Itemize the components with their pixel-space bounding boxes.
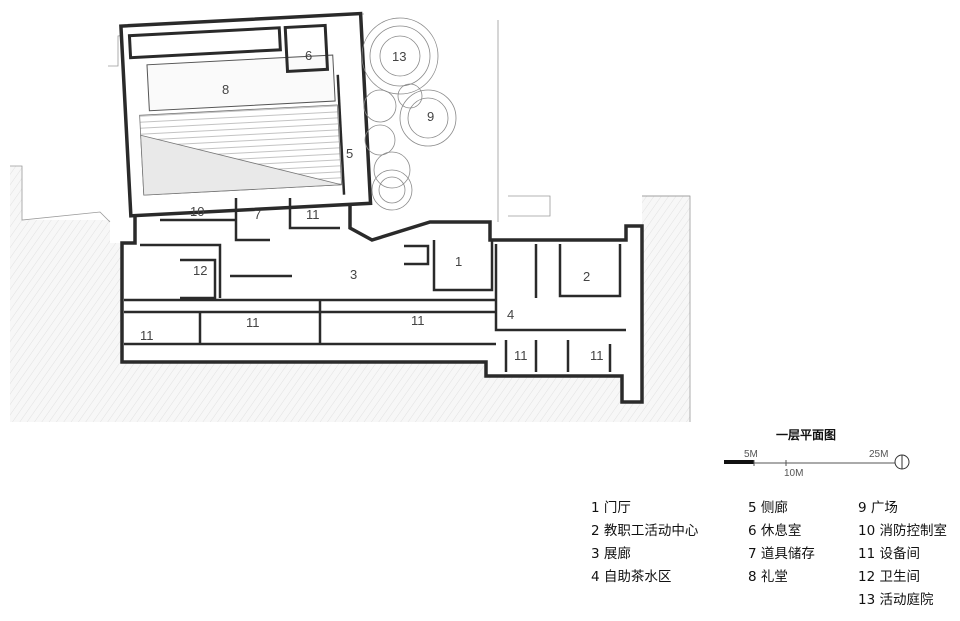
legend-column-3: 9 广场 10 消防控制室 11 设备间 12 卫生间 13 活动庭院 bbox=[858, 497, 947, 612]
auditorium-block bbox=[119, 11, 373, 218]
room-10-label: 10 bbox=[190, 204, 204, 219]
legend-item: 7 道具储存 bbox=[748, 546, 815, 562]
legend-item: 13 活动庭院 bbox=[858, 592, 934, 608]
room-6-label: 6 bbox=[305, 48, 312, 63]
room-11-label-f: 11 bbox=[590, 348, 604, 363]
legend-item: 10 消防控制室 bbox=[858, 523, 947, 539]
legend-column-1: 1 门厅 2 教职工活动中心 3 展廊 4 自助茶水区 bbox=[591, 497, 698, 589]
legend-item: 6 休息室 bbox=[748, 523, 802, 539]
scale-5m-label: 5M bbox=[744, 449, 758, 460]
legend-item: 9 广场 bbox=[858, 500, 898, 516]
room-9-label: 9 bbox=[427, 109, 434, 124]
room-12-label: 12 bbox=[193, 263, 207, 278]
legend-item: 12 卫生间 bbox=[858, 569, 920, 585]
room-8-label: 8 bbox=[222, 82, 229, 97]
room-7-label: 7 bbox=[254, 207, 261, 222]
eave-outline bbox=[497, 195, 691, 422]
room-11-label-d: 11 bbox=[411, 313, 425, 328]
courtyard-circles bbox=[361, 17, 457, 211]
room-11-label-b: 11 bbox=[140, 328, 154, 343]
room-11-label-e: 11 bbox=[514, 348, 528, 363]
room-11-label-a: 11 bbox=[306, 207, 320, 222]
room-5-label: 5 bbox=[346, 146, 353, 161]
scale-25m-label: 25M bbox=[869, 449, 888, 460]
legend-item: 11 设备间 bbox=[858, 546, 920, 562]
scale-10m-label: 10M bbox=[784, 468, 803, 479]
legend-item: 4 自助茶水区 bbox=[591, 569, 672, 585]
legend-item: 8 礼堂 bbox=[748, 569, 788, 585]
north-arrow-icon bbox=[894, 454, 910, 470]
legend-item: 3 展廊 bbox=[591, 546, 631, 562]
legend-item: 2 教职工活动中心 bbox=[591, 523, 699, 539]
room-13-label: 13 bbox=[392, 49, 406, 64]
legend-column-2: 5 侧廊 6 休息室 7 道具储存 8 礼堂 bbox=[748, 497, 815, 589]
interior-walls bbox=[124, 198, 626, 372]
scale-bar: 5M 10M 25M bbox=[724, 449, 896, 479]
room-2-label: 2 bbox=[583, 269, 590, 284]
room-1-label: 1 bbox=[455, 254, 462, 269]
legend-item: 1 门厅 bbox=[591, 500, 631, 516]
room-4-label: 4 bbox=[507, 307, 514, 322]
room-11-label-c: 11 bbox=[246, 315, 260, 330]
room-3-label: 3 bbox=[350, 267, 357, 282]
plan-title: 一层平面图 bbox=[776, 428, 837, 442]
legend-item: 5 侧廊 bbox=[748, 500, 788, 516]
